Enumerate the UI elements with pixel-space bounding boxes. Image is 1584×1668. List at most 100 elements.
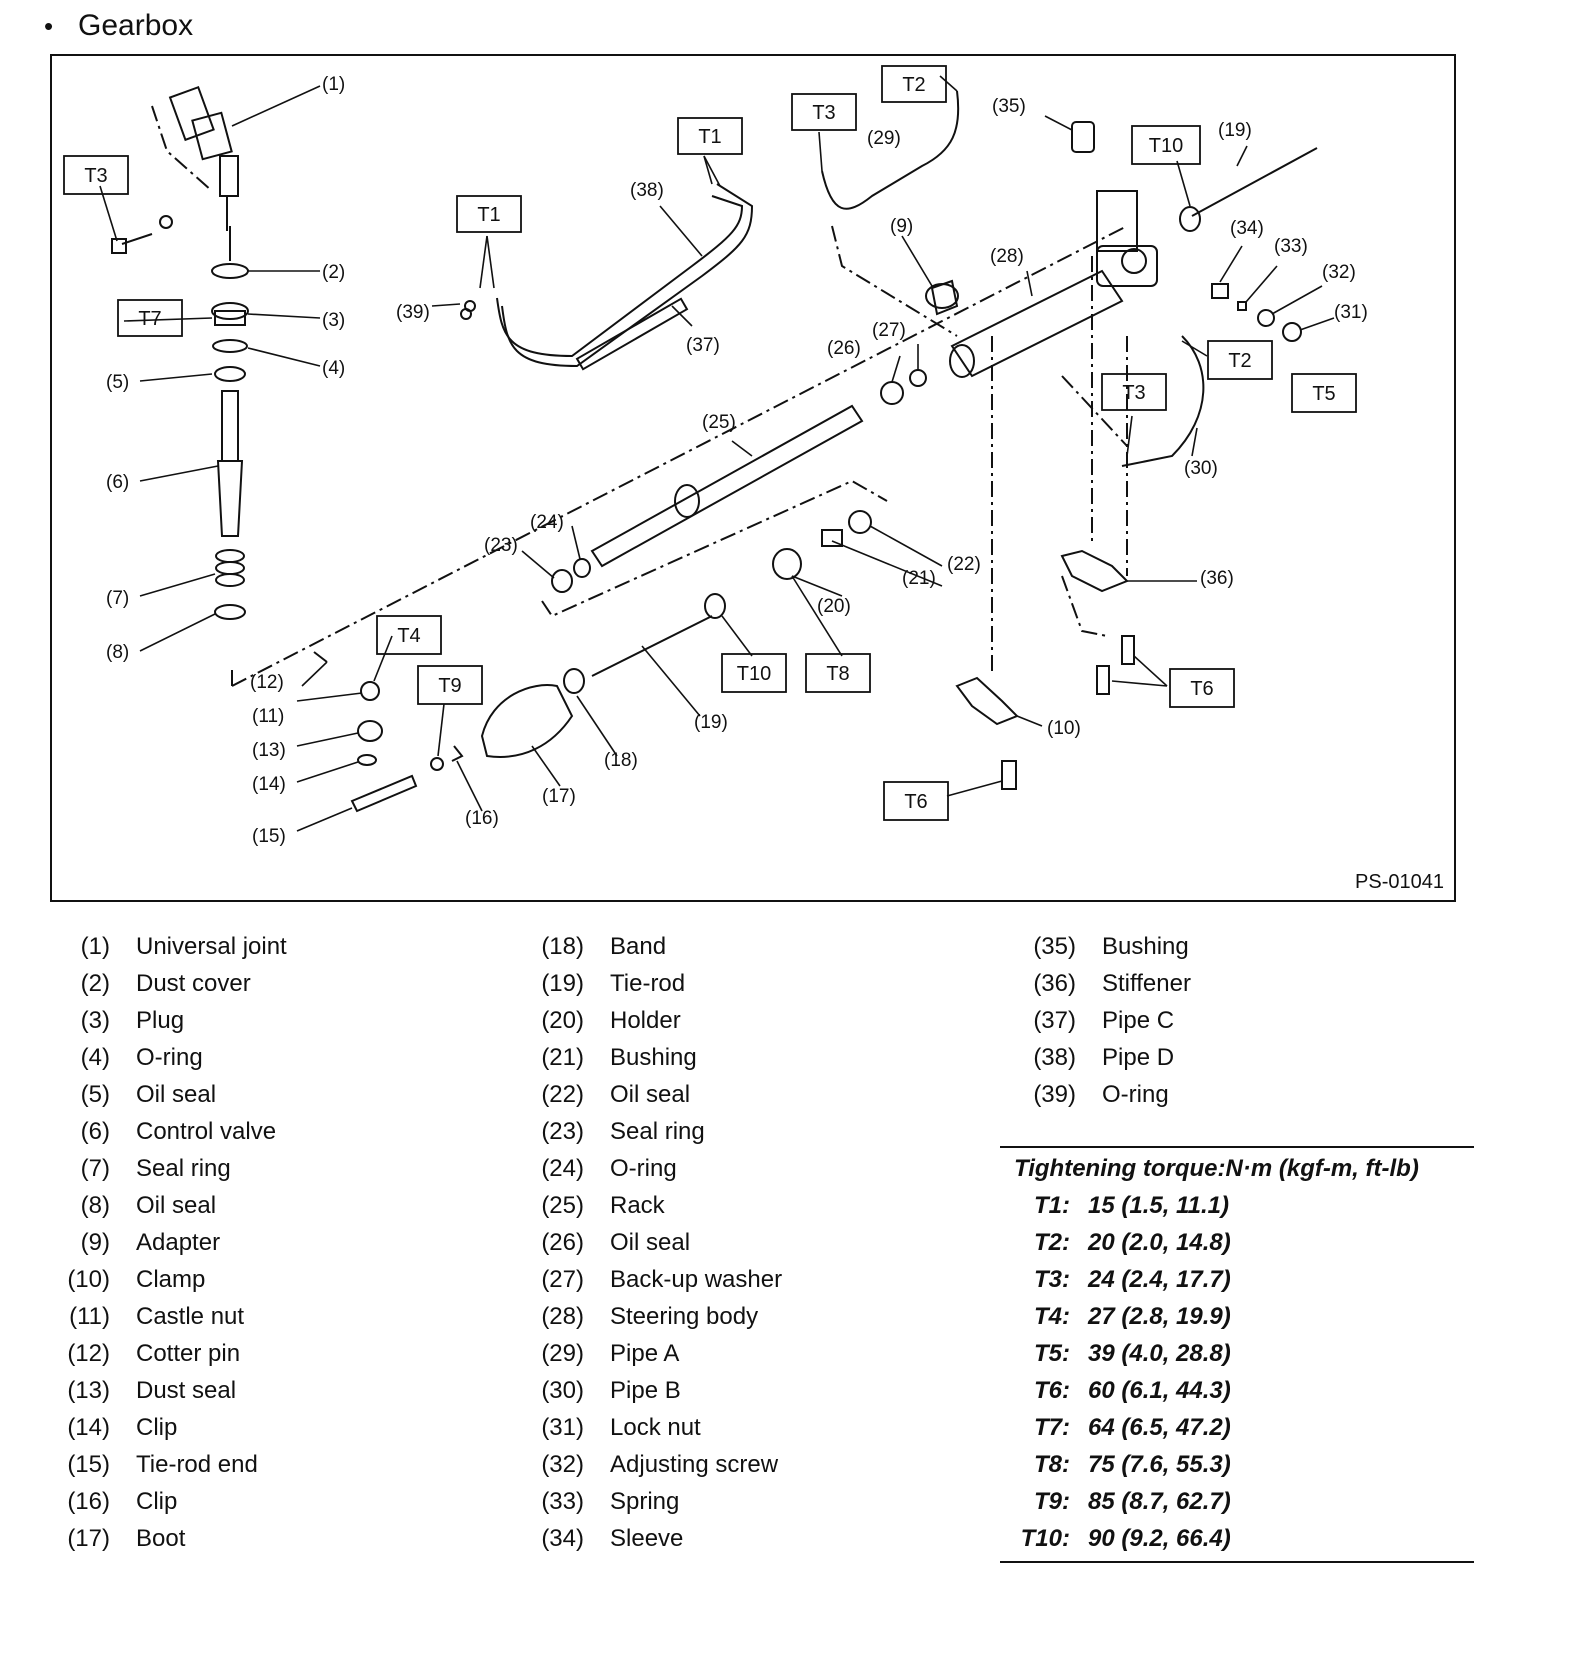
legend-item: (29)Pipe A bbox=[541, 1340, 680, 1367]
torque-row: T10:90 (9.2, 66.4) bbox=[1020, 1525, 1231, 1552]
pipe-c-d-part bbox=[460, 183, 754, 371]
callout-2: (2) bbox=[322, 262, 345, 283]
universal-joint-part bbox=[168, 85, 239, 231]
legend-item: (36)Stiffener bbox=[1033, 970, 1191, 997]
torque-title: Tightening torque:N·m (kgf-m, ft-lb) bbox=[1014, 1155, 1419, 1182]
bolt-t6-b-part bbox=[1121, 635, 1135, 665]
band-part bbox=[563, 668, 585, 694]
tag-t5: T5 bbox=[1312, 383, 1335, 405]
pipe-b-part bbox=[1121, 335, 1205, 467]
callout-27: (27) bbox=[872, 320, 906, 341]
legend-item: (22)Oil seal bbox=[541, 1081, 691, 1108]
tag-t9: T9 bbox=[438, 675, 461, 697]
assembly-line-29 bbox=[831, 225, 958, 337]
clamp-part bbox=[955, 676, 1019, 726]
callout-19-upper: (19) bbox=[1218, 120, 1252, 141]
legend-item: (32)Adjusting screw bbox=[541, 1451, 779, 1478]
legend-item: (33)Spring bbox=[541, 1488, 680, 1515]
heading-text: Gearbox bbox=[78, 9, 194, 42]
tag-t3-left: T3 bbox=[84, 165, 107, 187]
tag-t3-pipe-b: T3 bbox=[1122, 382, 1145, 404]
callout-26: (26) bbox=[827, 338, 861, 359]
torque-row: T8:75 (7.6, 55.3) bbox=[1034, 1451, 1231, 1478]
dust-seal-part bbox=[357, 720, 383, 742]
bolt-left-part bbox=[111, 215, 173, 254]
legend-item: (12)Cotter pin bbox=[67, 1340, 241, 1367]
bushing-21-part bbox=[821, 529, 843, 547]
legend-item: (9)Adapter bbox=[80, 1229, 221, 1256]
legend-item: (13)Dust seal bbox=[67, 1377, 237, 1404]
steering-body-part bbox=[930, 190, 1158, 378]
rack-part bbox=[590, 369, 927, 568]
bracket-hose bbox=[1061, 575, 1108, 637]
legend-item: (31)Lock nut bbox=[541, 1414, 701, 1441]
torque-row: T9:85 (8.7, 62.7) bbox=[1034, 1488, 1231, 1515]
legend-item: (6)Control valve bbox=[80, 1118, 277, 1145]
callout-20: (20) bbox=[817, 596, 851, 617]
callout-9: (9) bbox=[890, 216, 913, 237]
callout-25: (25) bbox=[702, 412, 736, 433]
callout-31: (31) bbox=[1334, 302, 1368, 323]
clip-16-part bbox=[451, 745, 464, 762]
torque-row: T1:15 (1.5, 11.1) bbox=[1034, 1192, 1229, 1219]
callout-16: (16) bbox=[465, 808, 499, 829]
o-ring-24-part bbox=[573, 558, 591, 578]
heading-bullet: • bbox=[44, 11, 54, 41]
callout-6: (6) bbox=[106, 472, 129, 493]
bushing-35-part bbox=[1071, 121, 1095, 153]
legend-item: (20)Holder bbox=[541, 1007, 681, 1034]
bracket-uj bbox=[151, 105, 213, 192]
callout-17: (17) bbox=[542, 786, 576, 807]
callout-35: (35) bbox=[992, 96, 1026, 117]
cotter-pin-part bbox=[313, 651, 328, 663]
legend-item: (5)Oil seal bbox=[80, 1081, 217, 1108]
torque-tag-boxes bbox=[63, 65, 1357, 821]
torque-tag-labels: T3 T7 T1 T1 T3 T2 T10 T2 T3 T5 T4 T9 T10… bbox=[84, 74, 1335, 813]
callout-13: (13) bbox=[252, 740, 286, 761]
callout-37: (37) bbox=[686, 335, 720, 356]
tag-t1-left: T1 bbox=[477, 204, 500, 226]
legend-item: (34)Sleeve bbox=[541, 1525, 684, 1552]
legend-item: (11)Castle nut bbox=[69, 1303, 245, 1330]
adapter-part bbox=[925, 283, 959, 309]
tie-rod-lower-part bbox=[591, 593, 726, 677]
callout-32: (32) bbox=[1322, 262, 1356, 283]
legend-item: (37)Pipe C bbox=[1033, 1007, 1175, 1034]
callout-39: (39) bbox=[396, 302, 430, 323]
page-heading: • Gearbox bbox=[44, 8, 193, 44]
tag-t2-pipe-a: T2 bbox=[902, 74, 925, 96]
torque-row: T7:64 (6.5, 47.2) bbox=[1034, 1414, 1231, 1441]
pipe-a-part bbox=[821, 90, 960, 210]
clip-14-part bbox=[357, 754, 377, 766]
callout-14: (14) bbox=[252, 774, 286, 795]
callout-19-lower: (19) bbox=[694, 712, 728, 733]
oil-seal-22-part bbox=[848, 510, 872, 534]
legend-item: (24)O-ring bbox=[541, 1155, 677, 1182]
legend-item: (3)Plug bbox=[80, 1007, 185, 1034]
callout-23: (23) bbox=[484, 535, 518, 556]
tag-t8: T8 bbox=[826, 663, 849, 685]
callout-7: (7) bbox=[106, 588, 129, 609]
callout-29: (29) bbox=[867, 128, 901, 149]
legend-item: (8)Oil seal bbox=[80, 1192, 217, 1219]
legend-item: (2)Dust cover bbox=[80, 970, 251, 997]
legend-item: (26)Oil seal bbox=[541, 1229, 691, 1256]
exploded-diagram: (1) (2) (3) (4) (5) (6) (7) (8) (9) (10)… bbox=[50, 54, 1456, 902]
legend-item: (1)Universal joint bbox=[80, 933, 287, 960]
legend-item: (10)Clamp bbox=[67, 1266, 206, 1293]
callout-1: (1) bbox=[322, 74, 345, 95]
callout-34: (34) bbox=[1230, 218, 1264, 239]
callout-11: (11) bbox=[252, 706, 284, 727]
legend-item: (39)O-ring bbox=[1033, 1081, 1169, 1108]
leader-lines bbox=[99, 75, 1335, 832]
legend-item: (38)Pipe D bbox=[1033, 1044, 1175, 1071]
tag-t1-right: T1 bbox=[698, 126, 721, 148]
callout-30: (30) bbox=[1184, 458, 1218, 479]
callout-10: (10) bbox=[1047, 718, 1081, 739]
callout-4: (4) bbox=[322, 358, 345, 379]
callout-8: (8) bbox=[106, 642, 129, 663]
legend-item: (16)Clip bbox=[67, 1488, 178, 1515]
torque-row: T2:20 (2.0, 14.8) bbox=[1034, 1229, 1231, 1256]
callout-28: (28) bbox=[990, 246, 1024, 267]
torque-row: T6:60 (6.1, 44.3) bbox=[1034, 1377, 1231, 1404]
